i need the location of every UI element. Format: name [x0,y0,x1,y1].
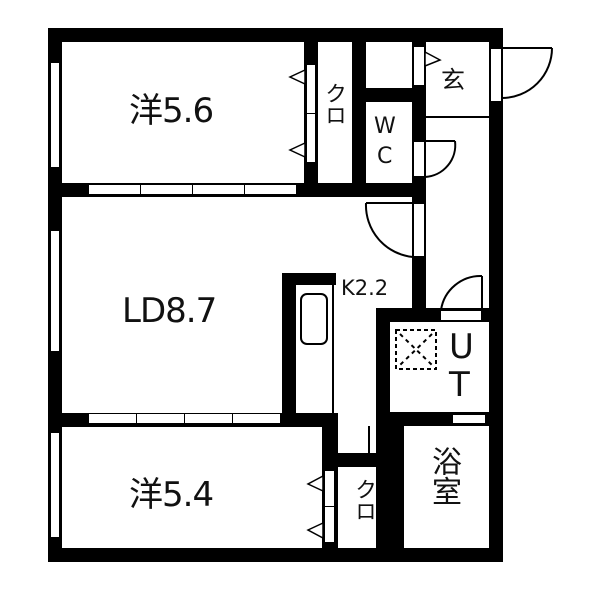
sliding-door-lower-2 [136,413,185,424]
ld-door-frame [413,203,425,257]
bathroom-label: 浴室 [426,446,461,506]
sliding-door-upper-4 [244,184,297,195]
bath-vent [452,414,486,424]
closet-2-label: クロ [351,478,376,522]
ut-door-swing-icon [440,274,483,311]
living-dining-label: LD8.7 [122,291,217,331]
entrance-label: 玄 [441,66,465,94]
front-door-frame [490,48,502,102]
wall-ut-left [376,308,390,562]
sliding-door-upper-2 [140,184,193,195]
kitchen-sink-icon [300,293,328,345]
wall-closet2-top [322,453,390,467]
closet1-triangle-icon-upper [288,68,306,86]
utility-label-u: U [449,327,474,367]
kitchen-counter-edge [332,285,334,413]
sliding-door-lower-3 [184,413,233,424]
toilet-label-w: W [374,114,396,139]
sliding-door-upper-1 [88,184,141,195]
utility-label-t: T [449,365,470,405]
wall-closet2-bath [390,426,404,562]
sliding-door-upper-3 [192,184,245,195]
closet1-door-upper [306,64,316,114]
closet2-door-lower [324,506,335,543]
closet2-door-upper [324,470,335,507]
closet1-door-lower [306,113,316,163]
washing-machine-pan-icon [395,329,437,370]
wall-wc-top [366,88,426,102]
sliding-door-lower-4 [232,413,281,424]
shoe-box-triangle-icon [424,50,442,68]
corridor-edge [368,426,370,456]
closet2-triangle-icon-lower [306,521,324,540]
wall-closet1-wc [352,28,366,197]
kitchen-counter-wall-left [282,273,296,425]
wc-door-swing-icon [424,140,457,178]
window-room1-left [50,62,60,168]
wc-door-leaf-frame [413,141,425,177]
western-room-2-label: 洋5.4 [129,475,214,515]
closet1-triangle-icon-lower [288,141,306,159]
entrance-step-line [426,116,492,118]
window-room2-left [50,432,60,538]
western-room-1-label: 洋5.6 [129,91,214,131]
closet2-triangle-icon-upper [306,474,324,493]
outer-wall-bottom [48,548,498,562]
sliding-door-lower-1 [88,413,137,424]
kitchen-label: K2.2 [341,276,389,300]
shoe-box-door [413,46,425,86]
front-door-swing-icon [501,47,553,99]
kitchen-counter-wall-top [282,273,336,285]
ld-door-swing-icon [364,202,414,258]
closet-1-label: クロ [321,82,346,126]
toilet-label-c: C [377,144,393,169]
window-ld-left [50,230,60,352]
outer-wall-top [48,28,492,42]
outer-wall-right [489,28,503,562]
ut-door-frame [440,310,482,321]
